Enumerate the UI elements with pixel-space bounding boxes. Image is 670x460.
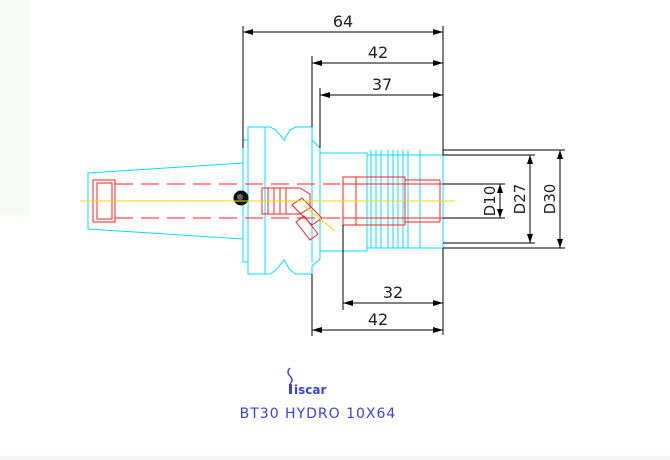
dim-label-42-top: 42 bbox=[368, 43, 388, 62]
arrowhead bbox=[557, 150, 563, 159]
pressure-screw-tip bbox=[295, 215, 319, 241]
dimension-lines bbox=[242, 26, 565, 336]
logo-wordmark: iscar bbox=[294, 383, 326, 397]
clamp-screw-housing bbox=[261, 187, 311, 215]
dim-label-32: 32 bbox=[383, 283, 403, 302]
dim-label-64: 64 bbox=[333, 12, 353, 31]
drawing-caption: BT30 HYDRO 10X64 bbox=[240, 406, 397, 422]
arrowhead bbox=[320, 92, 330, 98]
arrowhead bbox=[312, 60, 322, 66]
iscar-logo-icon: iscar bbox=[287, 367, 326, 397]
dim-label-42-bottom: 42 bbox=[368, 310, 388, 329]
cross-hole-inner bbox=[237, 194, 243, 200]
logo-swoosh bbox=[287, 367, 293, 385]
arrowhead bbox=[433, 300, 443, 306]
dim-label-d30: D30 bbox=[541, 184, 559, 215]
left-panel bbox=[0, 0, 30, 215]
arrowhead bbox=[433, 29, 443, 35]
arrowhead bbox=[527, 234, 533, 243]
nose-step bbox=[420, 154, 443, 249]
screw-axis bbox=[302, 204, 336, 232]
arrowhead bbox=[497, 184, 503, 193]
arrowhead bbox=[433, 60, 443, 66]
arrowheads bbox=[243, 29, 563, 333]
dim-label-d27: D27 bbox=[511, 184, 529, 215]
dim-label-37: 37 bbox=[372, 75, 392, 94]
arrowhead bbox=[343, 300, 353, 306]
arrowhead bbox=[312, 327, 322, 333]
bottom-panel bbox=[0, 456, 670, 460]
arrowhead bbox=[557, 239, 563, 248]
dim-label-d10: D10 bbox=[481, 186, 499, 217]
arrowhead bbox=[527, 155, 533, 164]
arrowhead bbox=[243, 29, 253, 35]
logo-i-stem bbox=[289, 384, 292, 394]
arrowhead bbox=[433, 92, 443, 98]
arrowhead bbox=[433, 327, 443, 333]
arrowhead bbox=[497, 209, 503, 218]
